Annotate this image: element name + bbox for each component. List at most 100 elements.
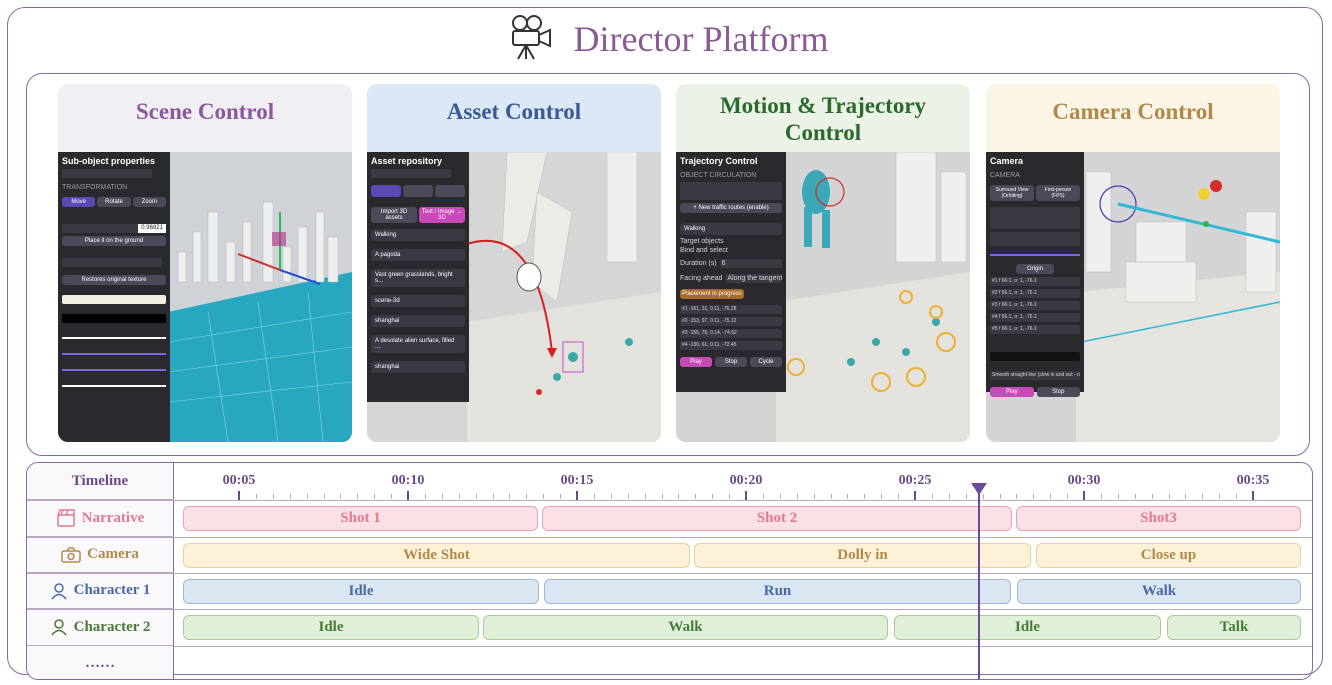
filter-video[interactable] [403, 185, 433, 197]
text-image-3d-button[interactable]: Text / Image → 3D [419, 207, 465, 223]
timeline-clip[interactable]: Shot3 [1016, 506, 1301, 531]
timeline-clip[interactable]: Close up [1036, 542, 1301, 568]
tick-minor [762, 494, 764, 499]
timeline-clip[interactable]: Idle [183, 615, 479, 640]
tick-minor [830, 494, 832, 499]
timeline-clip[interactable]: Dolly in [694, 542, 1031, 568]
asset-item[interactable]: shanghai [371, 361, 465, 373]
tick-minor [898, 494, 900, 499]
panel-title-scene: Scene Control [135, 99, 275, 124]
dark-input[interactable] [62, 314, 166, 323]
timeline-clip[interactable]: Idle [183, 578, 539, 604]
tick-label: 00:10 [391, 473, 425, 488]
tick-minor [424, 494, 426, 499]
target-objects-label: Target objects [680, 238, 724, 245]
filter-3d[interactable] [371, 185, 401, 197]
asset-control-screenshot[interactable]: Asset repository Import 3D assets Text /… [367, 152, 661, 442]
play-button[interactable]: Play [990, 387, 1034, 397]
tick-label: 00:35 [1236, 473, 1270, 488]
stop-button[interactable]: Stop [715, 357, 747, 367]
scene-control-screenshot[interactable]: Sub-object properties TRANSFORMATION Mov… [58, 152, 352, 442]
stop-button[interactable]: Stop [1036, 387, 1080, 397]
value-slider[interactable]: 0.96821 [62, 224, 166, 233]
tick-minor [1185, 494, 1187, 499]
panel-title-camera: Camera Control [1052, 99, 1214, 124]
tick-label: 00:25 [898, 473, 932, 488]
text-line [62, 258, 162, 267]
play-button[interactable]: Play [680, 357, 712, 367]
timeline-clip[interactable]: Wide Shot [183, 542, 690, 568]
placement-button[interactable]: Placement in progress [680, 289, 744, 299]
keyframe-row[interactable]: #2 f 66.1, o: 1, -76.1 [990, 289, 1080, 298]
timeline-clip[interactable]: Shot 2 [542, 506, 1012, 531]
import-3d-button[interactable]: Import 3D assets [371, 207, 417, 223]
header: Director Platform [0, 14, 1332, 64]
asset-item[interactable]: Vast green grasslands, bright s... [371, 269, 465, 287]
bind-select-checkbox[interactable]: Bind and select [680, 247, 728, 254]
dark-input[interactable] [990, 352, 1080, 361]
description-text [990, 207, 1080, 229]
keyframe-row[interactable]: #3 f 66.1, o: 1, -76.1 [990, 301, 1080, 310]
transform-modes: Move Rotate Zoom [62, 194, 166, 210]
playback-row: Play Stop Cycle [680, 354, 782, 370]
keyframe-row[interactable]: #5 f 66.1, o: 1, -76.1 [990, 325, 1080, 334]
timeline-clip[interactable]: Walk [483, 615, 888, 640]
slider[interactable] [990, 254, 1080, 256]
slider[interactable] [62, 353, 166, 355]
sidebar-title: Asset repository [371, 156, 443, 166]
keyframe-row[interactable]: #4 f 66.1, o: 1, -76.1 [990, 313, 1080, 322]
timeline-clip[interactable]: Talk [1167, 615, 1301, 640]
tick-minor [847, 494, 849, 499]
tick-minor [712, 494, 714, 499]
tick-minor [340, 494, 342, 499]
person-icon [50, 582, 68, 600]
slider[interactable] [62, 385, 166, 387]
rotate-mode-button[interactable]: Rotate [97, 197, 131, 207]
timeline-clip[interactable]: Idle [894, 615, 1161, 640]
asset-item[interactable]: A desolate alien surface, filled ... [371, 335, 465, 353]
point-row[interactable]: #4 -130, 61, 0.11, -72.45 [680, 341, 782, 350]
asset-item[interactable]: scene-3d [371, 295, 465, 307]
camera-control-screenshot[interactable]: Camera CAMERA Surround View (Orbiting) F… [986, 152, 1280, 442]
motion-control-screenshot[interactable]: Trajectory Control OBJECT CIRCULATION + … [676, 152, 970, 442]
asset-item[interactable]: A pagoda [371, 249, 465, 261]
sidebar-title: Sub-object properties [62, 156, 156, 166]
asset-item[interactable]: shanghai [371, 315, 465, 327]
timeline-clip[interactable]: Walk [1017, 578, 1301, 604]
slider[interactable] [62, 337, 166, 339]
duration-input[interactable]: 6 [719, 259, 782, 268]
zoom-mode-button[interactable]: Zoom [132, 197, 166, 207]
tab-first-person[interactable]: First-person (FPS) [1036, 185, 1080, 201]
route-item-walking[interactable]: Walking [680, 223, 782, 235]
transformation-section: TRANSFORMATION [62, 184, 128, 191]
place-on-ground-button[interactable]: Place it on the ground [62, 236, 166, 246]
point-row[interactable]: #3 -155, 76, 0.14, -74.62 [680, 329, 782, 338]
point-row[interactable]: #1 -161, 31, 0.11, -76.28 [680, 305, 782, 314]
timeline-clip[interactable]: Shot 1 [183, 506, 538, 531]
tab-surround-view[interactable]: Surround View (Orbiting) [990, 185, 1034, 201]
slider[interactable] [62, 369, 166, 371]
preset-select[interactable]: Smooth straight line (slow in and out - … [990, 371, 1080, 380]
color-input[interactable] [62, 295, 166, 304]
restore-texture-button[interactable]: Restores original texture [62, 275, 166, 285]
move-mode-button[interactable]: Move [62, 197, 96, 207]
facing-select[interactable]: Along the tangent line (facing the [725, 274, 782, 283]
more-lanes-label: …… [27, 646, 174, 679]
new-routes-button[interactable]: + New traffic routes (enable) [680, 203, 782, 213]
point-row[interactable]: #2 -153, 97, 0.11, -75.12 [680, 317, 782, 326]
tick-minor [492, 494, 494, 499]
point-list: #1 -161, 31, 0.11, -76.28 #2 -153, 97, 0… [680, 305, 782, 350]
tick-minor [509, 494, 511, 499]
playhead[interactable] [978, 483, 980, 679]
asset-item[interactable]: Walking [371, 229, 465, 241]
tick-minor [357, 494, 359, 499]
timeline-clip[interactable]: Run [544, 578, 1011, 604]
origin-button[interactable]: Origin [1016, 264, 1054, 274]
tick-minor [627, 494, 629, 499]
camera-mode-tabs: Surround View (Orbiting) First-person (F… [990, 182, 1080, 204]
cycle-checkbox[interactable]: Cycle [750, 357, 782, 367]
filter-image[interactable] [435, 185, 465, 197]
keyframe-row[interactable]: #1 f 66.1, o: 1, -76.1 [990, 277, 1080, 286]
lane-separator [27, 500, 1312, 501]
lane-name: Camera [87, 546, 139, 562]
